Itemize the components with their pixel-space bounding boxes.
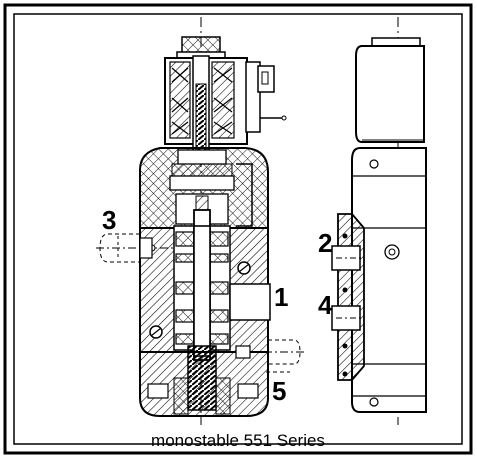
port-1-opening bbox=[229, 283, 271, 321]
side-coil bbox=[355, 45, 425, 143]
port-label-2: 2 bbox=[318, 228, 332, 258]
port-label-3: 3 bbox=[102, 205, 116, 235]
coil-cap bbox=[181, 36, 221, 54]
return-spring bbox=[187, 345, 217, 411]
electrical-connector bbox=[245, 61, 261, 133]
port-label-1: 1 bbox=[274, 282, 288, 312]
side-body bbox=[351, 147, 427, 413]
diagram-caption: monostable 551 Series bbox=[151, 431, 325, 450]
port-label-5: 5 bbox=[272, 376, 286, 406]
port-label-4: 4 bbox=[318, 290, 333, 320]
side-port-plate bbox=[337, 213, 365, 381]
inner-frame bbox=[13, 13, 463, 445]
port-5-fitting bbox=[268, 339, 301, 365]
side-view bbox=[331, 17, 427, 425]
section-view bbox=[96, 17, 306, 425]
